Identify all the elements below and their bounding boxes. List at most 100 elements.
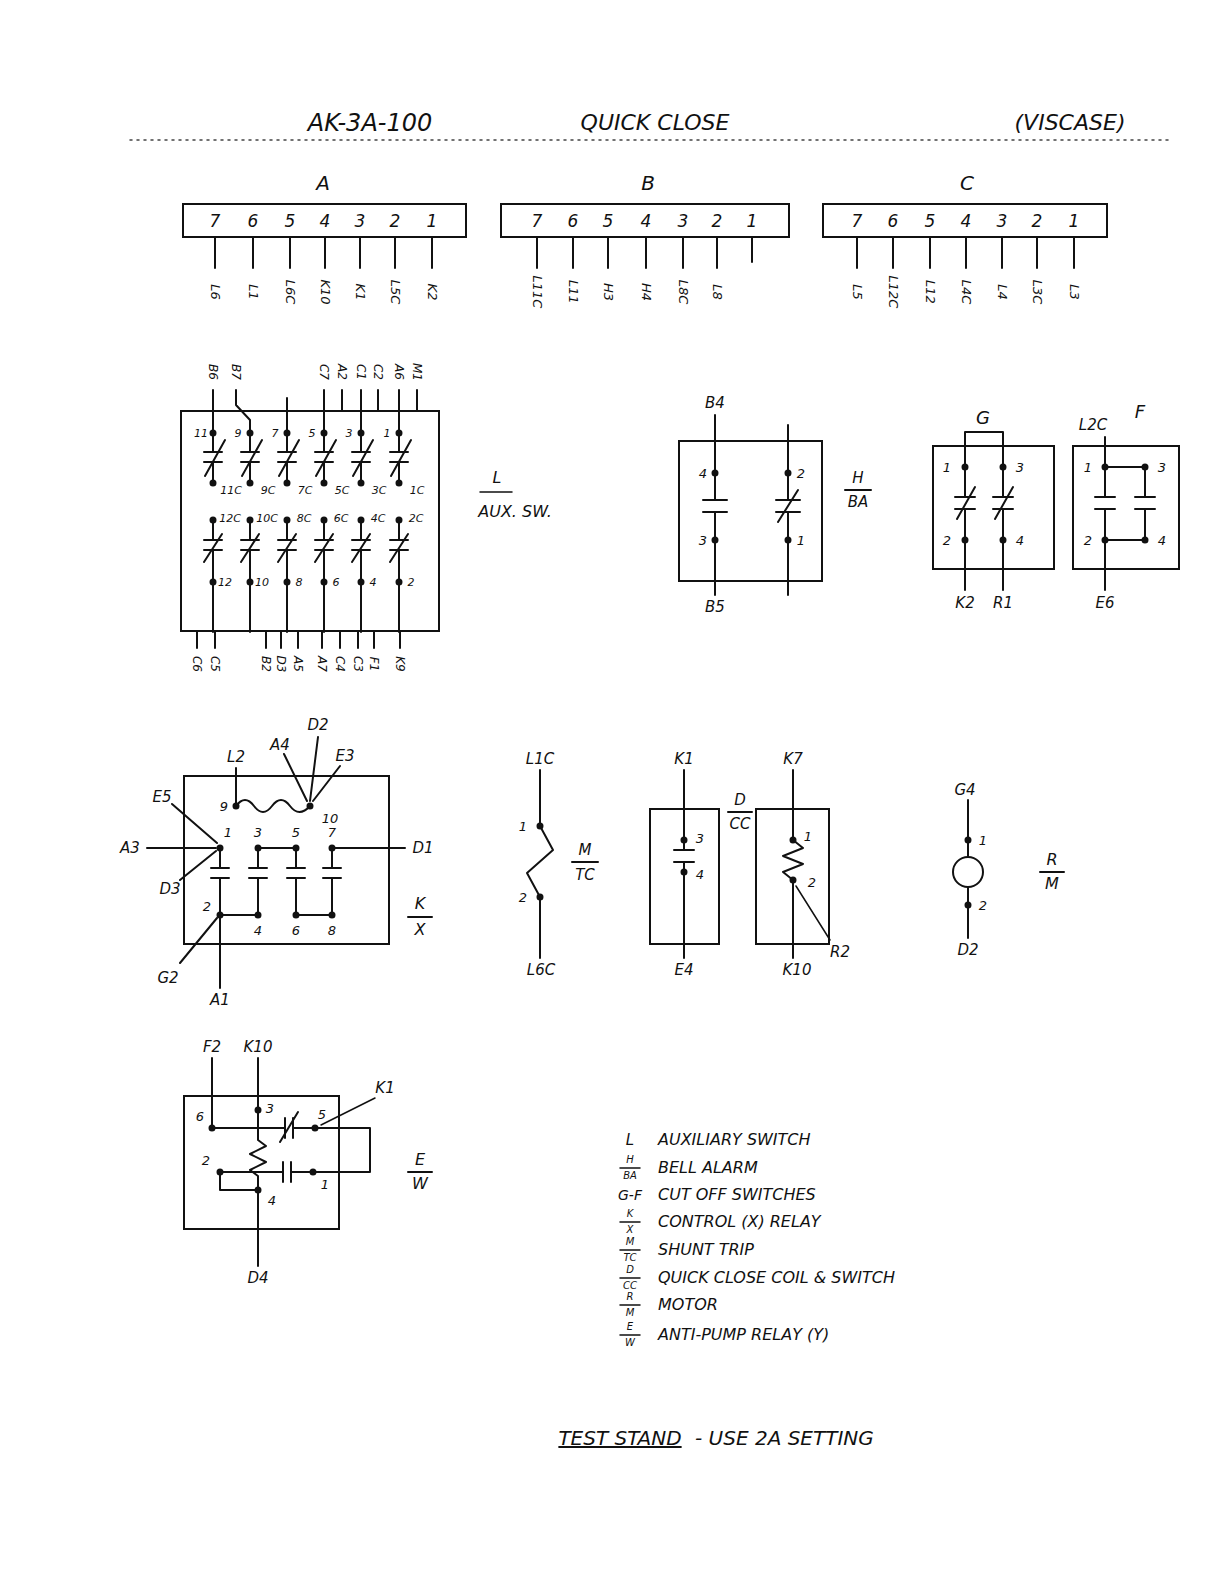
pin-number: 1 [797, 534, 805, 547]
wire-label: C4 [334, 656, 346, 672]
pin-number: 5 [318, 1108, 326, 1121]
pin-number: 2 [979, 899, 987, 912]
switch-contact [352, 433, 373, 632]
pin-number: 3 [254, 826, 262, 839]
pin-number: 7 [328, 826, 336, 839]
wire-label: A3 [120, 841, 140, 856]
pin-number: 2 [712, 213, 723, 230]
wire-label: F2 [203, 1040, 221, 1055]
legend-key: R [627, 1292, 634, 1302]
wire-label: L4C [960, 280, 973, 305]
wire-label: L1 [247, 284, 260, 300]
pin-number: 6 [248, 213, 259, 230]
pin-number: 1 [747, 213, 758, 230]
pin-number: 5 [292, 826, 300, 839]
quick-close-coil [674, 770, 803, 958]
pin-number: 6 [888, 213, 899, 230]
pin-number: 3 [699, 534, 707, 547]
anti-pump-relay: EW365241 [183, 1095, 340, 1230]
pin-number: 7C [298, 485, 313, 496]
pin-number: 2 [203, 900, 211, 913]
legend-key: W [625, 1338, 635, 1348]
wire-label: D3 [159, 882, 180, 897]
wire-label: B6 [207, 364, 219, 380]
wire-label: K9 [394, 656, 406, 672]
pin-number: 6 [568, 213, 579, 230]
wire-label: M1 [411, 363, 423, 381]
pin-number: 1 [1084, 461, 1092, 474]
pin-number: 3 [346, 428, 353, 439]
auxiliary-switch: LAUX. SW.119753111C9C7C5C3C1C12C10C8C6C4… [180, 410, 440, 632]
wire-label: K1 [354, 284, 367, 301]
wire-label: L12 [924, 280, 937, 304]
legend-text: QUICK CLOSE COIL & SWITCH [658, 1270, 895, 1286]
component-heading: X [415, 922, 426, 938]
legend-text: AUXILIARY SWITCH [658, 1132, 811, 1148]
note-text: TEST STAND [558, 1428, 681, 1448]
pin-number: 8 [328, 924, 336, 937]
pin-number: 9C [261, 485, 276, 496]
pin-number: 1 [427, 213, 438, 230]
legend-key: CC [623, 1281, 637, 1291]
pin-number: 3 [678, 213, 689, 230]
switch-contact [241, 433, 262, 632]
diagram-title: AK-3A-100 [308, 111, 433, 135]
switch-contact [315, 433, 336, 632]
pin-number: 2 [408, 577, 415, 588]
legend-text: CUT OFF SWITCHES [658, 1187, 816, 1203]
wire-label: A2 [336, 364, 348, 380]
wire-label: G2 [157, 971, 178, 986]
terminal-strip: C7654321 [822, 203, 1108, 238]
pin-number: 7 [210, 213, 221, 230]
wire-label: E3 [335, 749, 354, 764]
wire-label: C5 [209, 656, 221, 672]
wire-label: L2 [227, 750, 245, 765]
leader-line [321, 1098, 375, 1125]
pin-number: 10 [322, 812, 339, 825]
pin-number: 10 [255, 577, 269, 588]
pin-number: 7 [852, 213, 863, 230]
wire-label: C1 [355, 364, 367, 380]
control-relay [147, 737, 405, 988]
wire-label: D4 [247, 1271, 268, 1286]
pin-number: 2 [943, 534, 951, 547]
control-relay: KX91013572468 [183, 775, 390, 945]
pin-number: 9 [235, 428, 242, 439]
pin-number: 11 [194, 428, 208, 439]
wire-label: A5 [292, 656, 304, 672]
pin-number: 4C [371, 513, 386, 524]
pin-number: 4 [696, 868, 704, 881]
motor-wires [967, 800, 969, 938]
component-heading: L [493, 470, 502, 486]
wire-label: L5 [851, 284, 864, 300]
legend-key: BA [623, 1171, 637, 1181]
pin-number: 2 [1032, 213, 1043, 230]
pin-number: 2 [808, 876, 816, 889]
pin-number: 2 [202, 1154, 210, 1167]
pin-number: 4 [1016, 534, 1024, 547]
wire-label: A6 [393, 364, 405, 380]
pin-number: 4 [1158, 534, 1166, 547]
cutoff-switch: G1324 [932, 445, 1055, 570]
wire-label: D2 [307, 718, 328, 733]
quick-close-switch: DCC34 [649, 808, 720, 945]
component-heading: B [641, 173, 655, 193]
pin-number: 9 [220, 800, 228, 813]
pin-number: 3 [355, 213, 366, 230]
legend-key: K [627, 1209, 634, 1219]
pin-number: 3C [372, 485, 387, 496]
wire-label: K10 [319, 279, 332, 304]
wire-label: L8 [711, 284, 724, 300]
pin-number: 6 [292, 924, 300, 937]
title-rule [130, 139, 1170, 141]
wire-label: A4 [270, 738, 290, 753]
pin-number: 1 [943, 461, 951, 474]
legend-key: H [626, 1155, 634, 1165]
pin-number: 1 [519, 820, 527, 833]
switch-contact [278, 433, 299, 632]
pin-number: 3 [997, 213, 1008, 230]
pin-number: 1 [224, 826, 232, 839]
pin-number: 6C [334, 513, 349, 524]
wire-label: B7 [230, 364, 242, 380]
